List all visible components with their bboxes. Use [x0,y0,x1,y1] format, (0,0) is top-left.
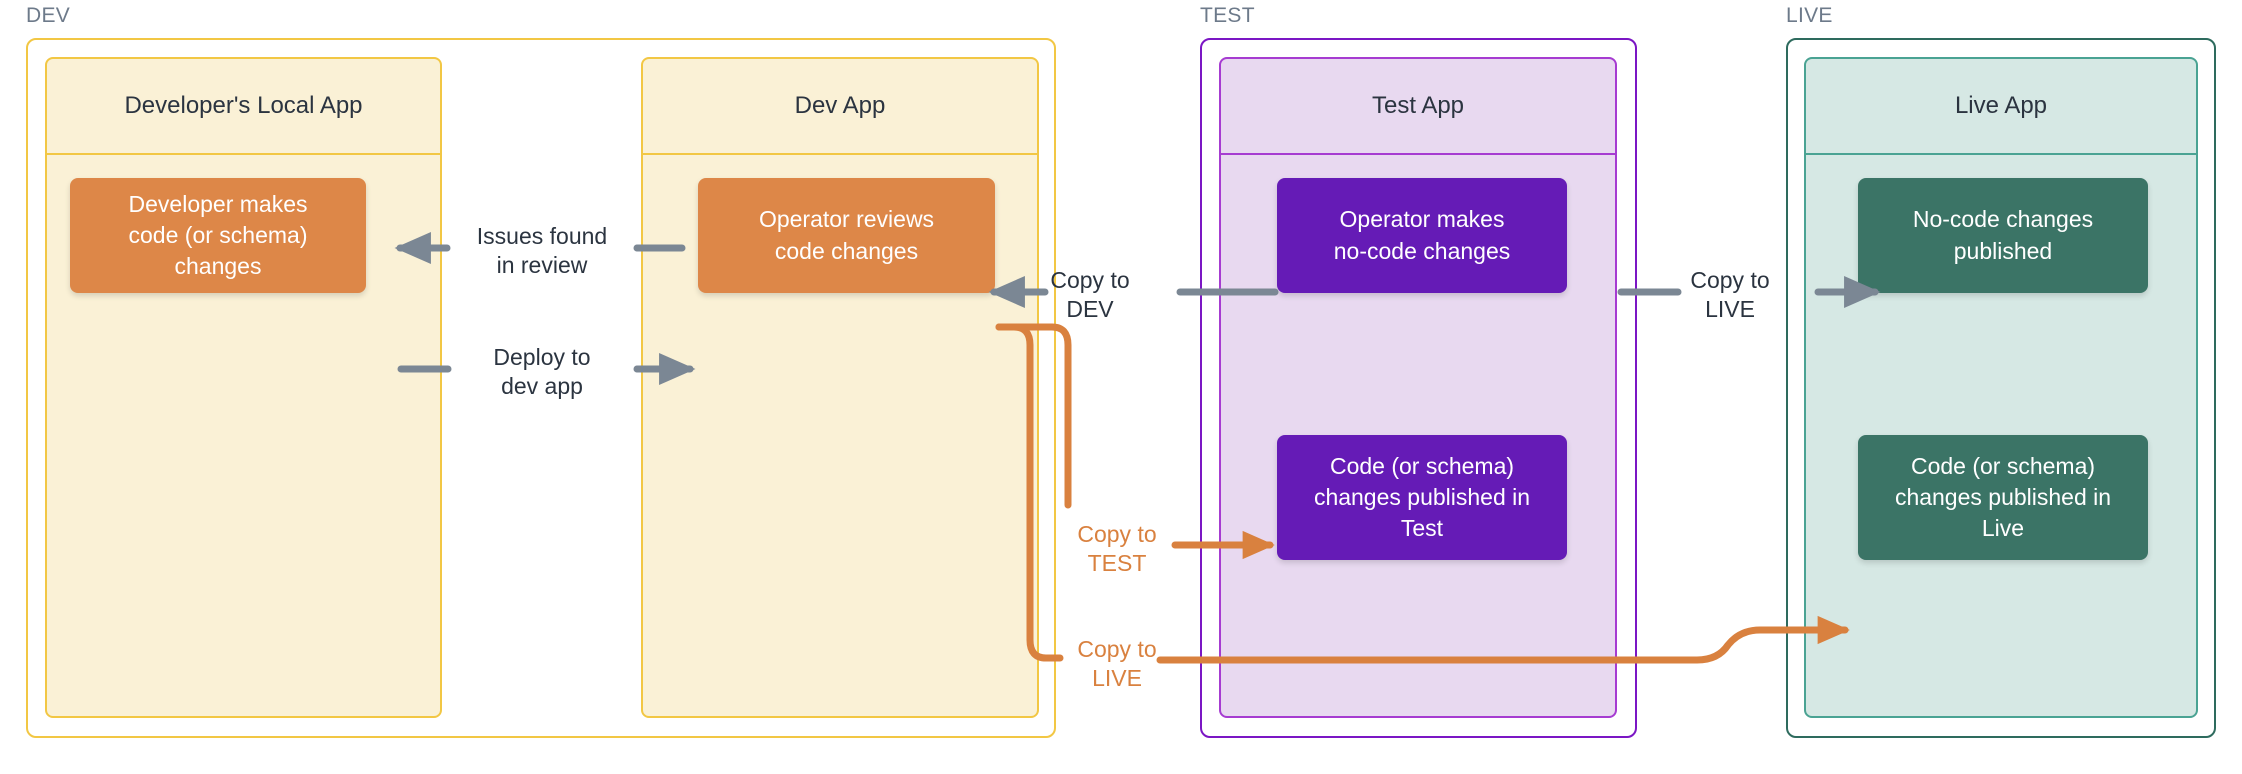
app-panel-live-app: Live App No-code changes published Code … [1804,57,2198,718]
node-no-code-changes-published[interactable]: No-code changes published [1858,178,2148,293]
app-panel-title-local-app: Developer's Local App [47,59,440,155]
app-panel-title-live-app: Live App [1806,59,2196,155]
app-panel-body-dev-app: Operator reviews code changes [643,155,1037,716]
env-frame-live [1786,38,2216,738]
app-panel-title-dev-app: Dev App [643,59,1037,155]
app-panel-body-test-app: Operator makes no-code changes Code (or … [1221,155,1615,716]
env-label-live: LIVE [1786,4,1833,27]
env-label-test: TEST [1200,4,1255,27]
env-frame-test [1200,38,1637,738]
edge-label-copy-to-live-code: Copy to LIVE [1077,636,1157,691]
node-code-changes-published-test[interactable]: Code (or schema) changes published in Te… [1277,435,1567,560]
app-panel-title-test-app: Test App [1221,59,1615,155]
app-panel-test-app: Test App Operator makes no-code changes … [1219,57,1617,718]
node-code-changes-published-live[interactable]: Code (or schema) changes published in Li… [1858,435,2148,560]
edge-label-copy-to-test: Copy to TEST [1077,521,1157,576]
edge-label-deploy-to-dev-app: Deploy to dev app [493,344,591,399]
node-operator-reviews-code[interactable]: Operator reviews code changes [698,178,995,293]
env-label-dev: DEV [26,4,71,27]
app-panel-local-app: Developer's Local App Developer makes co… [45,57,442,718]
app-panel-body-local-app: Developer makes code (or schema) changes [47,155,440,716]
app-panel-body-live-app: No-code changes published Code (or schem… [1806,155,2196,716]
app-panel-dev-app: Dev App Operator reviews code changes [641,57,1039,718]
node-operator-makes-no-code-changes[interactable]: Operator makes no-code changes [1277,178,1567,293]
edge-label-copy-to-live-nocode: Copy to LIVE [1690,267,1770,322]
edge-label-issues-found-in-review: Issues found in review [476,223,608,278]
node-developer-makes-changes[interactable]: Developer makes code (or schema) changes [70,178,366,293]
edge-label-copy-to-dev: Copy to DEV [1050,267,1130,322]
